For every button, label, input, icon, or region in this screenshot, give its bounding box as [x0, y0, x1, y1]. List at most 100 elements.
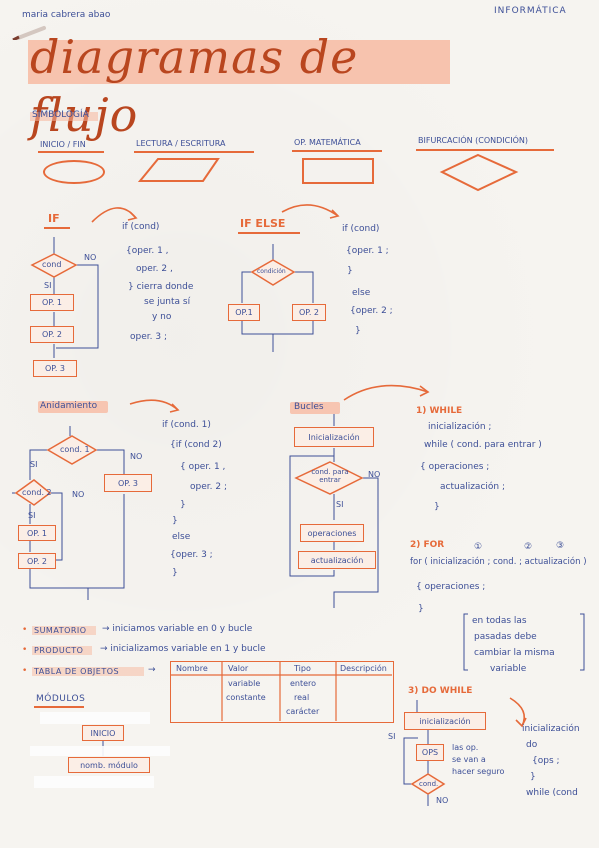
math-op-rect-symbol [302, 158, 374, 184]
while-heading: 1) WHILE [416, 406, 463, 416]
nested-code-line: {if (cond 2) [170, 440, 222, 450]
for-code-line: for ( inicialización ; cond. ; actualiza… [410, 557, 587, 567]
bullet-highlight [32, 646, 92, 655]
nested-code-line: if (cond. 1) [162, 420, 211, 430]
dowhile-note-line: las op. [452, 743, 479, 752]
nested-no-label: NO [72, 490, 85, 499]
nested-code-line: { oper. 1 , [180, 462, 226, 472]
if-code-line: oper. 3 ; [130, 332, 167, 342]
symbol-label-io: LECTURA / ESCRITURA [136, 139, 226, 148]
table-cell: constante [226, 693, 266, 702]
while-code-line: actualización ; [440, 482, 506, 492]
if-code-line: {oper. 1 , [126, 246, 169, 256]
table-header-cell: Valor [228, 664, 249, 673]
dowhile-heading: 3) DO WHILE [408, 686, 473, 696]
title-highlight [28, 40, 450, 84]
for-note-line: pasadas debe [474, 632, 537, 642]
ifelse-cond-label: condición [257, 268, 286, 275]
while-code-line: } [434, 502, 440, 512]
for-note-line: en todas las [472, 616, 527, 626]
dowhile-code-line: while (cond [526, 788, 578, 798]
for-note-line: variable [490, 664, 527, 674]
for-code-line: { operaciones ; [416, 582, 486, 592]
ifelse-heading: IF ELSE [240, 217, 286, 230]
symbol-label-start-end: INICIO / FIN [40, 140, 86, 149]
if-op1-box: OP. 1 [30, 294, 74, 311]
for-heading: 2) FOR [410, 540, 445, 550]
ifelse-op2-box: OP. 2 [292, 304, 326, 321]
sum-bullet-key: SUMATORIO [34, 626, 87, 635]
nested-op1-box: OP. 1 [18, 525, 56, 541]
nested-code-line: } [172, 516, 178, 526]
for-note-line: cambiar la misma [474, 648, 555, 658]
nested-heading: Anidamiento [40, 401, 98, 411]
if-code-line: if (cond) [122, 222, 160, 232]
obscured-area [30, 746, 170, 756]
modules-heading: MÓDULOS [36, 694, 86, 704]
dowhile-note-line: se van a [452, 755, 486, 764]
product-bullet-text: → inicializamos variable en 1 y bucle [100, 644, 266, 654]
nested-no-label: NO [130, 452, 143, 461]
for-mark: ③ [556, 541, 565, 551]
table-cell: real [294, 693, 310, 702]
nested-op3-box: OP. 3 [104, 474, 152, 492]
symbology-heading: SIMBOLOGÍA [32, 110, 89, 120]
loop-ops-box: operaciones [300, 524, 364, 542]
bullet-highlight [32, 626, 96, 635]
author-name: maria cabrera abao [22, 10, 111, 20]
product-bullet-key: PRODUCTO [34, 646, 84, 655]
nested-code-line: else [172, 532, 191, 542]
heading-highlight [30, 112, 98, 121]
loop-cond-label: cond. para entrar [311, 468, 349, 484]
dowhile-si-label: SI [388, 732, 396, 741]
ifelse-code-line: } [347, 266, 353, 276]
table-header-cell: Tipo [294, 664, 311, 673]
condition-diamond-symbol [439, 153, 519, 192]
underline [134, 151, 254, 153]
dowhile-cond-label: cond. [419, 780, 439, 788]
obscured-area [34, 776, 154, 788]
table-bullet-text: → [148, 665, 156, 675]
modules-start-box: INICIO [82, 725, 124, 741]
table-cell: entero [290, 679, 317, 688]
nested-cond1-label: cond. 1 [60, 445, 90, 454]
nested-si-label: SI [28, 511, 36, 520]
while-code-line: while ( cond. para entrar ) [424, 440, 542, 450]
while-code-line: inicialización ; [428, 422, 492, 432]
sum-bullet-text: → iniciamos variable en 0 y bucle [102, 624, 253, 634]
table-bullet-key: TABLA DE OBJETOS [34, 667, 120, 676]
dowhile-ops-box: OPS [416, 744, 444, 761]
pen-icon [12, 26, 46, 40]
ifelse-code-line: if (cond) [342, 224, 380, 234]
underline [38, 151, 104, 153]
for-code-line: } [418, 604, 424, 614]
if-code-line: } cierra donde [128, 282, 194, 292]
if-code-line: oper. 2 , [136, 264, 173, 274]
ifelse-code-line: else [352, 288, 371, 298]
nested-cond2-label: cond. 2 [22, 488, 52, 497]
subject-label: INFORMÁTICA [494, 6, 567, 16]
table-header-cell: Descripción [340, 664, 387, 673]
start-end-oval-symbol [43, 160, 105, 184]
nested-code-line: oper. 2 ; [190, 482, 227, 492]
for-mark: ① [474, 542, 483, 552]
bullet-dot: • [22, 625, 28, 635]
dowhile-code-line: do [526, 740, 538, 750]
dowhile-note-line: hacer seguro [452, 767, 505, 776]
ifelse-code-line: {oper. 1 ; [346, 246, 389, 256]
for-mark: ② [524, 542, 533, 552]
ifelse-code-line: } [355, 326, 361, 336]
dowhile-code-line: inicialización [522, 724, 580, 734]
nested-code-line: } [172, 568, 178, 578]
loops-heading: Bucles [294, 402, 324, 412]
nested-heading-highlight [38, 401, 108, 413]
underline [44, 227, 70, 229]
dowhile-no-label: NO [436, 796, 449, 805]
